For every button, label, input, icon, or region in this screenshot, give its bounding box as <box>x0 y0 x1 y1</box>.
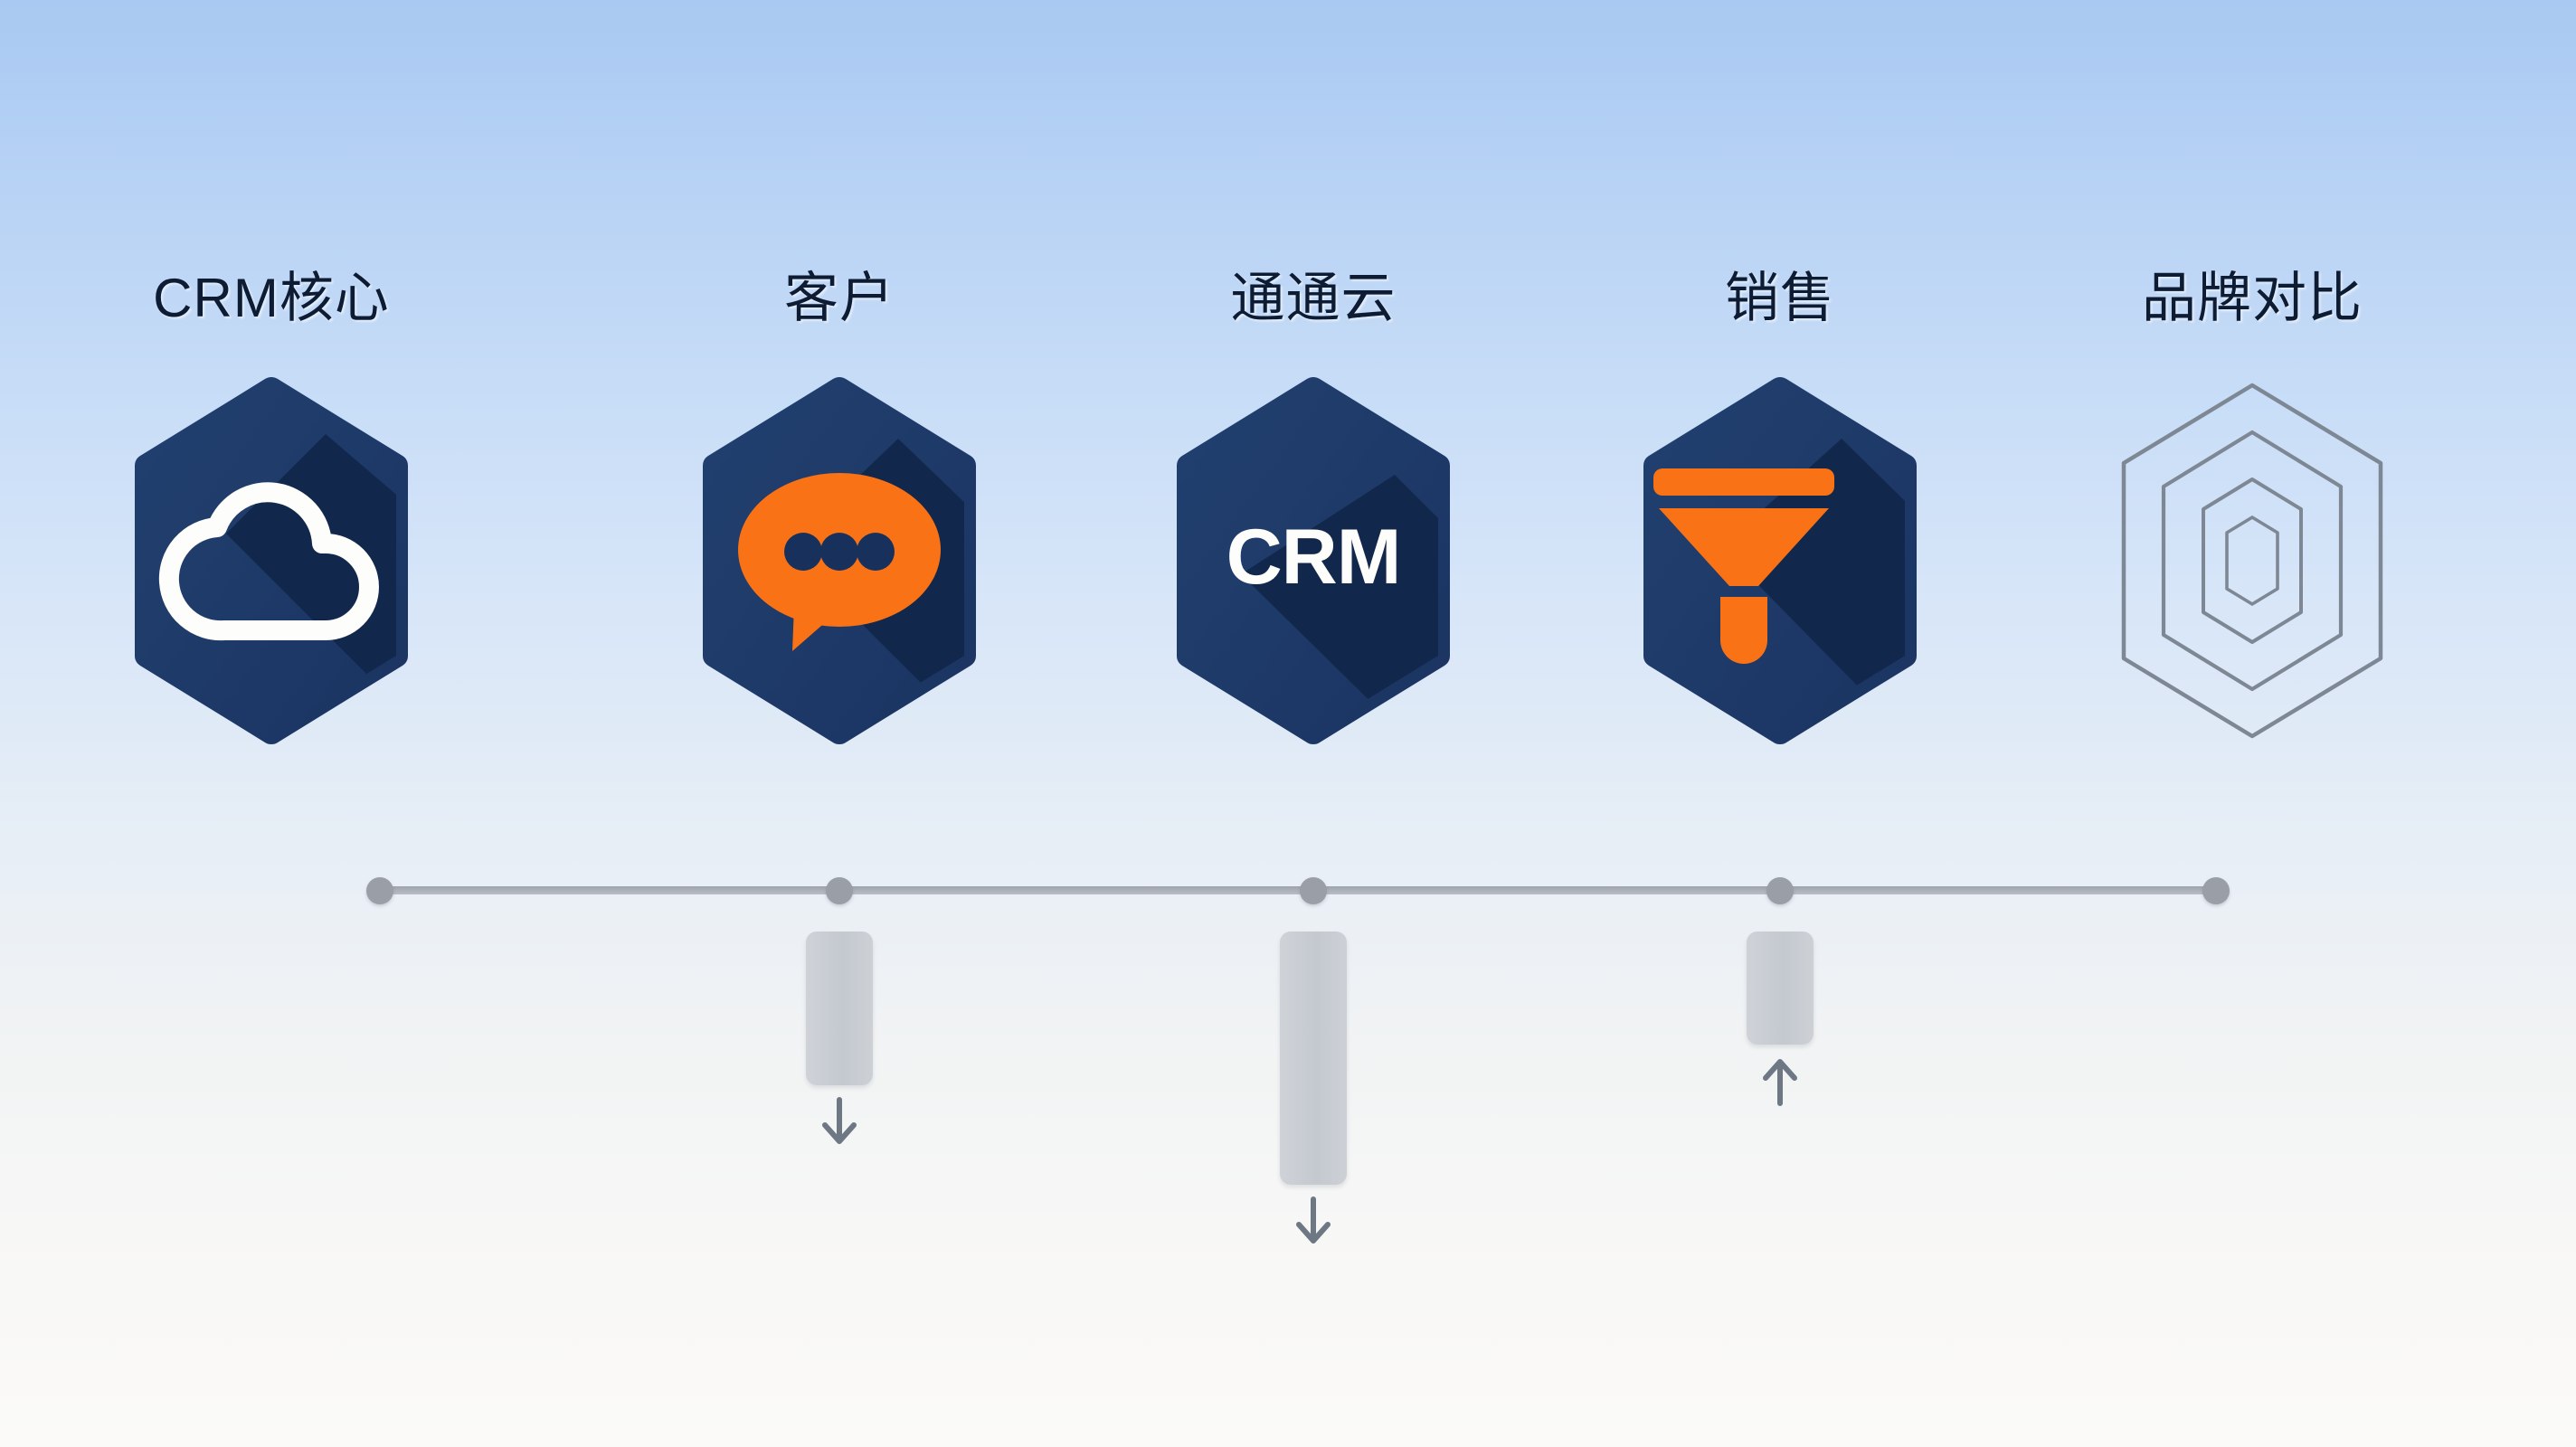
badge-art-sales[interactable] <box>1599 377 1961 744</box>
badge-art-tongtongyun[interactable]: CRM <box>1132 377 1494 744</box>
badge-label-crm-core: CRM核心 <box>153 268 390 328</box>
timeline-bar[interactable] <box>1280 932 1347 1185</box>
timeline-axis <box>380 886 2216 894</box>
funnel-icon <box>1643 377 1917 744</box>
cloud-icon <box>135 377 408 744</box>
arrow-up-icon <box>1760 1055 1800 1107</box>
badge-art-brand-comparison[interactable] <box>2071 380 2433 742</box>
timeline-node[interactable] <box>1766 877 1794 904</box>
badge-column-customer[interactable]: 客户 <box>604 0 1075 841</box>
crm-wordmark-text: CRM <box>1226 514 1401 601</box>
concentric-hexagon-outline-icon <box>2121 383 2383 739</box>
chat-bubble-icon <box>703 377 976 744</box>
timeline-node[interactable] <box>826 877 853 904</box>
badge-row: CRM核心 <box>36 0 2487 841</box>
badge-label-customer: 客户 <box>784 268 895 328</box>
badge-label-sales: 销售 <box>1725 268 1835 328</box>
timeline <box>0 841 2576 1447</box>
timeline-node[interactable] <box>366 877 393 904</box>
arrow-down-icon <box>819 1096 859 1149</box>
badge-column-crm-core[interactable]: CRM核心 <box>36 0 507 841</box>
badge-column-sales[interactable]: 销售 <box>1545 0 2015 841</box>
badge-label-brand-comparison: 品牌对比 <box>2142 268 2363 328</box>
arrow-down-icon <box>1293 1196 1333 1248</box>
badge-art-customer[interactable] <box>658 377 1020 744</box>
timeline-node[interactable] <box>1300 877 1327 904</box>
badge-column-tongtongyun[interactable]: 通通云 CRM <box>1078 0 1548 841</box>
timeline-bar[interactable] <box>806 932 873 1085</box>
badge-art-crm-core[interactable] <box>90 377 452 744</box>
badge-column-brand-comparison[interactable]: 品牌对比 <box>2017 0 2487 841</box>
badge-label-tongtongyun: 通通云 <box>1230 268 1397 328</box>
crm-wordmark: CRM <box>1177 377 1450 744</box>
timeline-bar[interactable] <box>1747 932 1814 1045</box>
timeline-node[interactable] <box>2202 877 2230 904</box>
